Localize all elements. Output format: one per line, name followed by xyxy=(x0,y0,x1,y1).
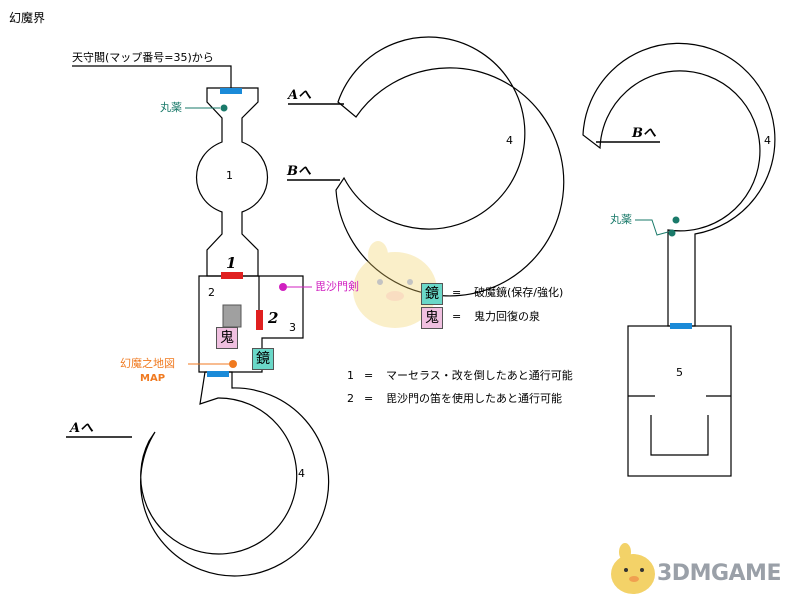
map-item-marker xyxy=(229,360,237,368)
demon-spring-tag: 鬼 xyxy=(216,327,238,349)
pill-right-marker-1 xyxy=(672,216,680,224)
map-item-label: 幻魔之地図 xyxy=(120,357,175,370)
note-2-num: 2 xyxy=(347,392,354,405)
legend-demon-eq: = xyxy=(452,310,462,323)
room-1-outline xyxy=(196,87,268,277)
door-blue-entrance xyxy=(220,88,242,94)
entrance-line xyxy=(72,65,232,88)
room-4-top-outline xyxy=(335,36,565,297)
note-1-text: マーセラス・改を倒したあと通行可能 xyxy=(386,369,573,382)
mascot-logo-icon xyxy=(611,543,655,594)
note-2-eq: = xyxy=(364,392,374,405)
exit-a-bottom-label: Aへ xyxy=(70,421,94,436)
sword-marker xyxy=(279,283,287,291)
room-4-right-outline xyxy=(582,42,776,327)
entrance-label: 天守閣(マップ番号=35)から xyxy=(72,51,214,64)
exit-b-right-label: Bへ xyxy=(632,126,656,141)
note-2-text: 毘沙門の笛を使用したあと通行可能 xyxy=(386,392,562,405)
legend-mirror-eq: = xyxy=(452,286,462,299)
sword-label: 毘沙門剣 xyxy=(315,280,359,293)
note-1-num: 1 xyxy=(347,369,354,382)
pill-right-label: 丸薬 xyxy=(610,213,632,226)
exit-a-top-label: Aへ xyxy=(288,88,312,103)
pill-left-marker xyxy=(220,104,228,112)
door-blue-room5 xyxy=(670,323,692,329)
room-2-label: 2 xyxy=(208,286,215,299)
pill-right-marker-2 xyxy=(668,229,676,237)
pill-right-leader xyxy=(635,219,669,236)
page-title: 幻魔界 xyxy=(9,11,46,25)
door-2-label: 2 xyxy=(268,309,279,327)
room-4-right-label: 4 xyxy=(764,134,771,147)
legend-mirror-tag: 鏡 xyxy=(421,283,443,305)
legend-demon-tag: 鬼 xyxy=(421,307,443,329)
door-red-2 xyxy=(256,310,263,330)
door-red-1 xyxy=(221,272,243,279)
room-4-bottom-label: 4 xyxy=(298,467,305,480)
room-1-label: 1 xyxy=(226,169,233,182)
map-word-label: MAP xyxy=(140,373,166,384)
mirror-tag: 鏡 xyxy=(252,348,274,370)
room-5-alcove xyxy=(650,415,709,456)
pill-left-label: 丸薬 xyxy=(160,101,182,114)
room-3-label: 3 xyxy=(289,321,296,334)
door-1-label: 1 xyxy=(226,254,237,272)
room-4-top-label: 4 xyxy=(506,134,513,147)
legend-demon-text: 鬼力回復の泉 xyxy=(474,310,540,323)
note-1-eq: = xyxy=(364,369,374,382)
room-5-label: 5 xyxy=(676,366,683,379)
watermark-text: 3DMGAME xyxy=(657,561,781,586)
pillar xyxy=(222,304,242,328)
room-4-bottom-outline xyxy=(140,371,330,577)
room-2-outline xyxy=(198,275,304,373)
mascot-watermark xyxy=(353,241,437,328)
legend-mirror-text: 破魔鏡(保存/強化) xyxy=(474,286,564,299)
exit-b-left-label: Bへ xyxy=(287,164,311,179)
door-blue-room2-exit xyxy=(207,371,229,377)
room-5-outline xyxy=(627,325,732,477)
